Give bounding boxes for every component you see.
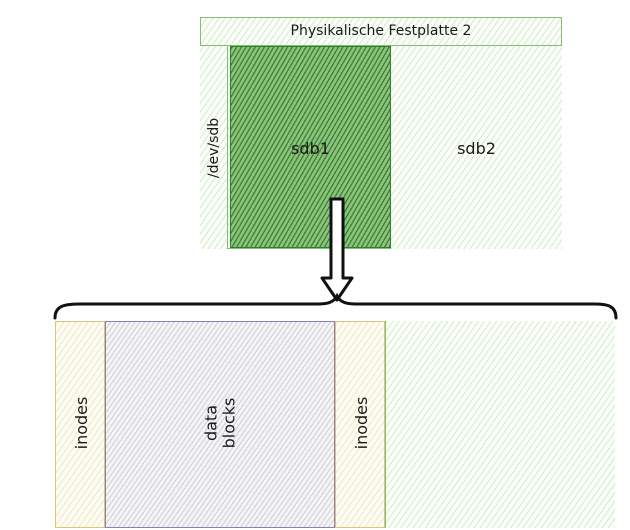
partition-sdb1 [230,46,391,248]
disk-title-bar [200,17,562,46]
inode-region-2 [335,321,385,528]
curly-brace [53,292,618,320]
down-arrow [320,197,354,302]
partition-sdb2 [391,46,562,249]
free-region [385,321,615,528]
device-column [200,46,228,249]
inode-region-1 [55,321,105,528]
partition-sdb1-label: sdb1 [291,139,330,158]
disk-title: Physikalische Festplatte 2 [290,23,472,39]
data-blocks-region [105,321,335,528]
partition-sdb2-label: sdb2 [457,139,496,158]
